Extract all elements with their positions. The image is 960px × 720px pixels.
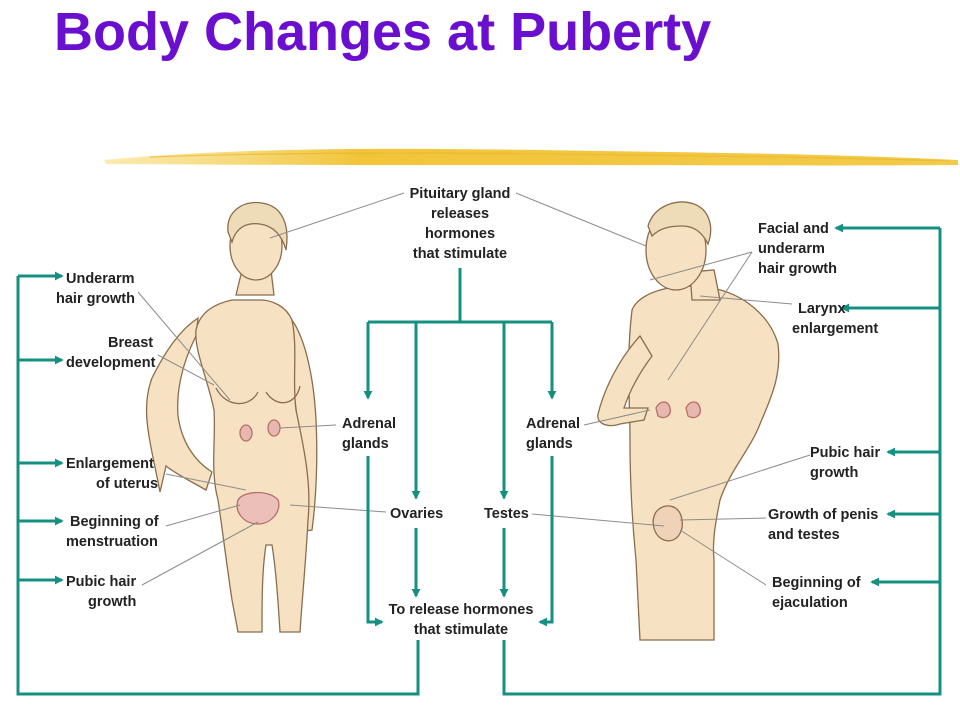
release-label: To release hormones that stimulate xyxy=(389,602,534,638)
female-menstruation-line-1: Beginning of xyxy=(70,514,159,530)
male-figure-illustration xyxy=(597,201,780,641)
adrenal-left-line-1: Adrenal xyxy=(342,416,396,432)
male-facial-line-2: underarm xyxy=(758,241,825,257)
leader-lines xyxy=(137,192,811,586)
pituitary-line-3: hormones xyxy=(425,226,495,242)
male-pubic-line-2: growth xyxy=(810,465,858,481)
male-changes-labels: Facial and underarm hair growth Larynx e… xyxy=(758,221,880,611)
slide-title: Body Changes at Puberty xyxy=(54,2,712,62)
female-changes-labels: Underarm hair growth Breast development … xyxy=(56,271,159,610)
female-pubic-line-2: growth xyxy=(88,594,136,610)
female-underarm-line-1: Underarm xyxy=(66,271,135,287)
pituitary-line-4: that stimulate xyxy=(413,246,507,262)
adrenal-left-label: Adrenal glands xyxy=(342,416,396,452)
hormone-flow-connectors xyxy=(16,223,942,696)
release-line-2: that stimulate xyxy=(414,622,508,638)
male-penis-line-1: Growth of penis xyxy=(768,507,878,523)
female-uterus-line-2: of uterus xyxy=(96,476,158,492)
female-breast-line-1: Breast xyxy=(108,335,153,351)
female-uterus-line-1: Enlargement xyxy=(66,456,154,472)
female-menstruation-line-2: menstruation xyxy=(66,534,158,550)
pituitary-label: Pituitary gland releases hormones that s… xyxy=(410,186,511,262)
adrenal-right-line-1: Adrenal xyxy=(526,416,580,432)
adrenal-right-line-2: glands xyxy=(526,436,573,452)
ovaries-label: Ovaries xyxy=(390,506,443,522)
male-larynx-line-1: Larynx xyxy=(798,301,846,317)
male-pubic-line-1: Pubic hair xyxy=(810,445,880,461)
male-penis-line-2: and testes xyxy=(768,527,840,543)
pituitary-line-2: releases xyxy=(431,206,489,222)
adrenal-right-label: Adrenal glands xyxy=(526,416,580,452)
release-line-1: To release hormones xyxy=(389,602,534,618)
title-underline xyxy=(104,148,958,166)
male-ejaculation-line-1: Beginning of xyxy=(772,575,861,591)
female-figure-illustration xyxy=(145,201,318,633)
male-facial-line-1: Facial and xyxy=(758,221,829,237)
female-underarm-line-2: hair growth xyxy=(56,291,135,307)
male-facial-line-3: hair growth xyxy=(758,261,837,277)
testes-label: Testes xyxy=(484,506,529,522)
pituitary-line-1: Pituitary gland xyxy=(410,186,511,202)
male-ejaculation-line-2: ejaculation xyxy=(772,595,848,611)
adrenal-left-line-2: glands xyxy=(342,436,389,452)
female-pubic-line-1: Pubic hair xyxy=(66,574,136,590)
male-larynx-line-2: enlargement xyxy=(792,321,878,337)
female-breast-line-2: development xyxy=(66,355,156,371)
